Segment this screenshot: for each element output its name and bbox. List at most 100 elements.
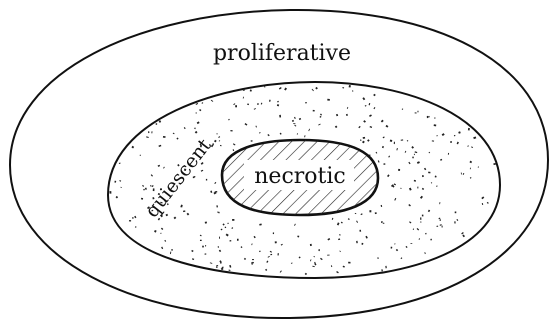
stipple-dot (440, 224, 442, 226)
stipple-dot (401, 257, 403, 259)
stipple-dot (146, 136, 149, 138)
stipple-dot (134, 216, 136, 218)
stipple-dot (218, 136, 220, 138)
stipple-dot (431, 182, 432, 183)
stipple-dot (398, 169, 400, 171)
stipple-dot (342, 87, 344, 89)
stipple-dot (420, 222, 422, 223)
stipple-dot (439, 202, 440, 204)
stipple-dot (482, 203, 483, 205)
stipple-dot (394, 142, 395, 144)
stipple-dot (210, 191, 212, 193)
stipple-dot (143, 189, 145, 191)
stipple-dot (424, 252, 425, 254)
stipple-dot (375, 212, 377, 214)
stipple-dot (294, 224, 296, 226)
stipple-dot (356, 241, 358, 243)
stipple-dot (299, 118, 301, 120)
stipple-dot (255, 126, 256, 128)
stipple-dot (396, 148, 398, 150)
stipple-dot (401, 139, 404, 140)
stipple-dot (299, 256, 301, 258)
stipple-dot (332, 218, 334, 220)
stipple-dot (216, 265, 218, 266)
stipple-dot (281, 244, 283, 246)
stipple-dot (161, 247, 163, 250)
stipple-dot (348, 262, 350, 264)
stipple-dot (414, 180, 416, 182)
stipple-dot (415, 112, 417, 113)
stipple-dot (349, 85, 351, 88)
stipple-dot (214, 140, 217, 143)
stipple-dot (413, 229, 414, 230)
stipple-dot (202, 246, 204, 248)
stipple-dot (362, 97, 365, 100)
stipple-dot (211, 100, 213, 102)
stipple-dot (320, 114, 322, 116)
stipple-dot (148, 131, 149, 133)
stipple-dot (116, 196, 119, 199)
stipple-dot (390, 140, 392, 142)
stipple-dot (363, 120, 366, 123)
stipple-dot (383, 136, 385, 138)
necrotic-label: necrotic (254, 164, 345, 189)
stipple-dot (369, 103, 371, 105)
stipple-dot (277, 253, 278, 255)
stipple-dot (216, 205, 218, 207)
stipple-dot (259, 132, 261, 134)
stipple-dot (292, 120, 294, 122)
stipple-dot (216, 133, 217, 134)
stipple-dot (120, 187, 121, 188)
stipple-dot (291, 262, 293, 263)
stipple-dot (158, 145, 161, 147)
stipple-dot (422, 215, 424, 217)
stipple-dot (155, 123, 157, 125)
stipple-dot (173, 133, 175, 135)
stipple-dot (251, 243, 252, 245)
stipple-dot (275, 241, 277, 243)
stipple-dot (377, 257, 379, 259)
stipple-dot (402, 109, 403, 110)
stipple-dot (312, 89, 314, 91)
stipple-dot (435, 176, 437, 178)
stipple-dot (201, 170, 204, 172)
stipple-dot (280, 133, 282, 135)
stipple-dot (310, 259, 312, 261)
stipple-dot (219, 250, 221, 252)
stipple-dot (461, 232, 464, 234)
stipple-dot (378, 160, 380, 162)
stipple-dot (205, 253, 207, 254)
stipple-dot (251, 140, 253, 142)
stipple-dot (313, 110, 315, 112)
stipple-dot (294, 117, 296, 119)
stipple-dot (387, 174, 390, 177)
stipple-dot (294, 125, 296, 127)
stipple-dot (408, 162, 410, 164)
stipple-dot (471, 146, 473, 148)
stipple-dot (231, 227, 233, 229)
stipple-dot (385, 266, 386, 269)
stipple-dot (233, 143, 236, 145)
stipple-dot (318, 124, 321, 126)
stipple-dot (457, 142, 459, 145)
stipple-dot (257, 103, 259, 105)
stipple-dot (383, 223, 385, 224)
stipple-dot (405, 151, 407, 153)
stipple-dot (442, 133, 445, 136)
stipple-dot (370, 126, 373, 128)
stipple-dot (315, 87, 318, 90)
stipple-dot (163, 136, 166, 138)
stipple-dot (373, 94, 376, 96)
stipple-dot (358, 126, 360, 128)
stipple-dot (454, 221, 455, 223)
stipple-dot (362, 141, 365, 144)
stipple-dot (160, 233, 161, 234)
stipple-dot (135, 226, 137, 228)
stipple-dot (195, 112, 196, 113)
stipple-dot (467, 145, 469, 147)
stipple-dot (219, 140, 221, 141)
stipple-dot (450, 141, 452, 143)
stipple-dot (436, 135, 437, 136)
stipple-dot (241, 246, 243, 248)
